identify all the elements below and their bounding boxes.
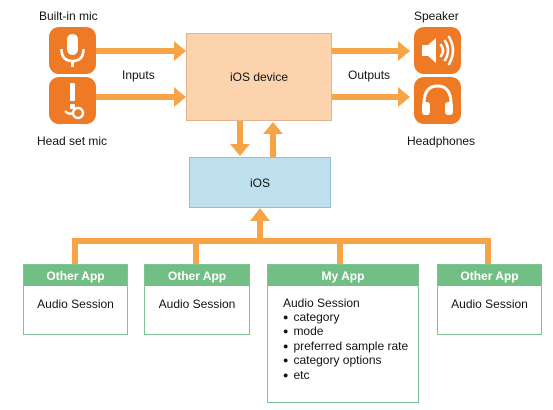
app-card-other-3: Other App Audio Session bbox=[437, 264, 542, 335]
session-property-list: category mode preferred sample rate cate… bbox=[283, 310, 418, 384]
list-item: etc bbox=[283, 368, 418, 384]
app-header: My App bbox=[268, 265, 418, 286]
headphones-icon bbox=[414, 77, 461, 124]
audio-session-label: Audio Session bbox=[451, 297, 528, 311]
ios-box: iOS bbox=[189, 157, 331, 208]
my-app-session-details: Audio Session category mode preferred sa… bbox=[268, 286, 418, 384]
outputs-arrow-label: Outputs bbox=[348, 68, 391, 82]
device-to-ios-arrow bbox=[230, 121, 250, 156]
output-arrow-top bbox=[332, 41, 410, 61]
output-arrow-bottom bbox=[332, 87, 410, 107]
ios-device-label: iOS device bbox=[229, 70, 289, 84]
ios-label: iOS bbox=[249, 175, 270, 190]
apps-bus-line bbox=[72, 238, 491, 244]
app-card-other-1: Other App Audio Session bbox=[23, 264, 128, 335]
app-card-other-2: Other App Audio Session bbox=[144, 264, 250, 335]
input-arrow-top bbox=[96, 41, 186, 61]
app-header: Other App bbox=[438, 265, 541, 286]
app-header: Other App bbox=[145, 265, 249, 286]
input-arrow-bottom bbox=[96, 87, 186, 107]
audio-session-label: Audio Session bbox=[158, 297, 236, 311]
apps-to-ios-arrow bbox=[250, 208, 270, 242]
headphones-label: Headphones bbox=[407, 134, 476, 148]
list-item: preferred sample rate bbox=[283, 339, 418, 355]
microphone-icon bbox=[49, 27, 96, 74]
builtin-mic-label: Built-in mic bbox=[39, 9, 98, 23]
ios-device-box: iOS device bbox=[186, 33, 332, 121]
app-header: Other App bbox=[24, 265, 127, 286]
list-item: mode bbox=[283, 325, 418, 340]
inputs-arrow-label: Inputs bbox=[122, 68, 155, 82]
speaker-icon bbox=[414, 27, 461, 74]
ios-to-device-arrow bbox=[263, 122, 283, 157]
list-item: category options bbox=[283, 354, 418, 369]
audio-session-label: Audio Session bbox=[283, 296, 360, 310]
headset-mic-icon bbox=[49, 77, 96, 124]
app-card-my-app: My App Audio Session category mode prefe… bbox=[267, 264, 419, 403]
speaker-label: Speaker bbox=[414, 9, 459, 23]
headset-mic-label: Head set mic bbox=[37, 134, 108, 148]
audio-session-label: Audio Session bbox=[37, 297, 114, 311]
list-item: category bbox=[283, 310, 418, 326]
